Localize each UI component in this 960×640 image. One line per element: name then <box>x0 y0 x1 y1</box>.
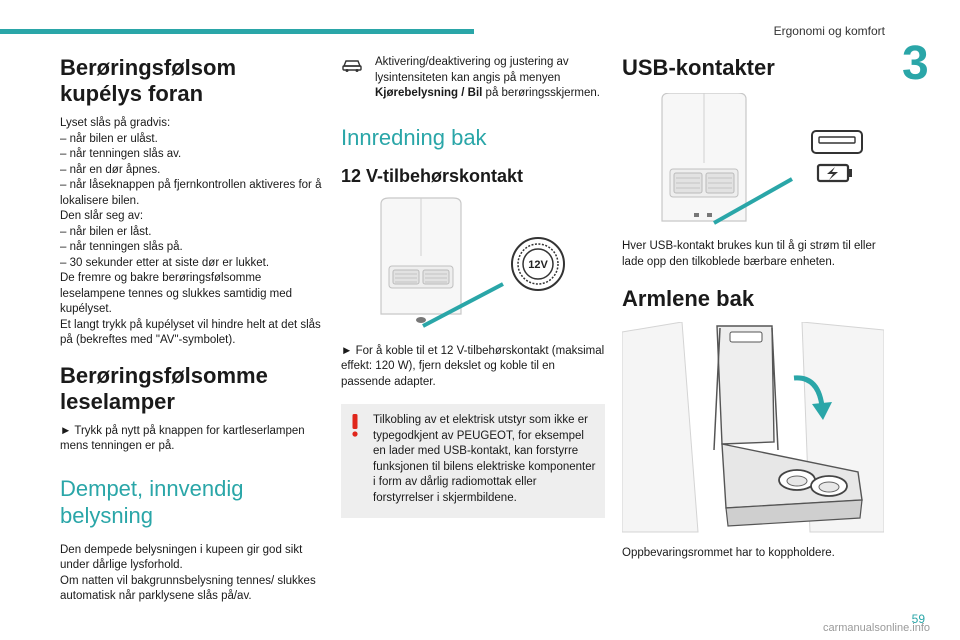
socket-instruction: ► For å koble til et 12 V-tilbehørskonta… <box>341 344 605 388</box>
heading-usb: USB-kontakter <box>622 55 775 80</box>
text-line: – når bilen er låst. <box>60 225 152 238</box>
car-settings-icon <box>341 55 365 102</box>
note-menu-path: Kjørebelysning / Bil <box>375 87 483 99</box>
text-line: – når bilen er ulåst. <box>60 132 158 145</box>
section-ambient-lighting: Dempet, innvendig belysning Den dempede … <box>60 475 322 605</box>
console-rear-view <box>661 93 747 222</box>
console-rear-view <box>380 196 462 323</box>
warning-box: Tilkobling av et elektrisk utstyr som ik… <box>341 404 605 518</box>
touchscreen-note-text: Aktivering/deaktivering og justering av … <box>375 55 605 102</box>
usb-illustration <box>661 93 863 225</box>
chapter-number: 3 <box>902 37 929 90</box>
page-number: 59 <box>911 612 925 626</box>
note-text-a: Aktivering/deaktivering og justering av … <box>375 56 569 84</box>
text-line: Lyset slås på gradvis: <box>60 117 171 129</box>
column-middle: Aktivering/deaktivering og justering av … <box>341 55 605 518</box>
text-line: – når tenningen slås på. <box>60 241 183 253</box>
socket-label: 12V <box>528 259 548 271</box>
section-reading-lamps: Berøringsfølsomme leselamper ► Trykk på … <box>60 363 322 455</box>
heading-12v-socket: 12 V-tilbehørskontakt <box>341 165 524 186</box>
reading-lamps-instruction: ► Trykk på nytt på knappen for kartleser… <box>60 424 305 453</box>
text-line: Et langt trykk på kupélyset vil hindre h… <box>60 318 321 347</box>
header-accent-bar <box>0 29 474 34</box>
usb-description: Hver USB-kontakt brukes kun til å gi str… <box>622 240 876 268</box>
pointer-line <box>713 177 793 225</box>
heading-rear-fittings: Innredning bak <box>341 124 487 150</box>
note-text-b: på berøringsskjermen. <box>482 87 600 99</box>
heading-ambient-lighting: Dempet, innvendig belysning <box>60 475 244 528</box>
heading-reading-lamps: Berøringsfølsomme leselamper <box>60 362 268 414</box>
battery-charging-icon <box>816 163 852 183</box>
text-line: – når låseknappen på fjernkontrollen akt… <box>60 179 322 207</box>
text-line: – når tenningen slås av. <box>60 148 182 160</box>
usb-port-icon <box>811 130 863 154</box>
text-line: – når en dør åpnes. <box>60 163 161 176</box>
cup-holders <box>778 469 848 497</box>
text-line: – 30 sekunder etter at siste dør er lukk… <box>60 256 270 269</box>
armrest-illustration <box>622 322 884 533</box>
text-line: Den slår seg av: <box>60 210 144 222</box>
text-line: De fremre og bakre berøringsfølsomme les… <box>60 272 293 315</box>
column-right: USB-kontakter Hver USB-kontakt brukes ku… <box>622 55 884 562</box>
column-left: Berøringsfølsom kupélys foran Lyset slås… <box>60 55 322 619</box>
touchscreen-note: Aktivering/deaktivering og justering av … <box>341 55 605 102</box>
section-front-courtesy-light: Berøringsfølsom kupélys foran Lyset slås… <box>60 55 322 349</box>
text-line: Om natten vil bakgrunnsbelysning tennes/… <box>60 574 316 603</box>
heading-rear-armrest: Armlene bak <box>622 286 755 311</box>
pointer-line <box>422 281 504 328</box>
front-light-description: Lyset slås på gradvis: – når bilen er ul… <box>60 116 322 349</box>
text-line: Den dempede belysningen i kupeen gir god… <box>60 543 303 572</box>
12v-socket-icon: 12V <box>511 236 565 291</box>
watermark: carmanualsonline.info <box>822 622 930 634</box>
warning-icon <box>349 413 365 506</box>
heading-front-courtesy-light: Berøringsfølsom kupélys foran <box>60 55 237 106</box>
warning-text: Tilkobling av et elektrisk utstyr som ik… <box>373 414 596 504</box>
socket-illustration: 12V <box>380 196 565 328</box>
armrest-description: Oppbevaringsrommet har to koppholdere. <box>622 547 835 559</box>
fold-down-arrow-icon <box>793 375 832 420</box>
chapter-title: Ergonomi og komfort <box>773 24 885 38</box>
